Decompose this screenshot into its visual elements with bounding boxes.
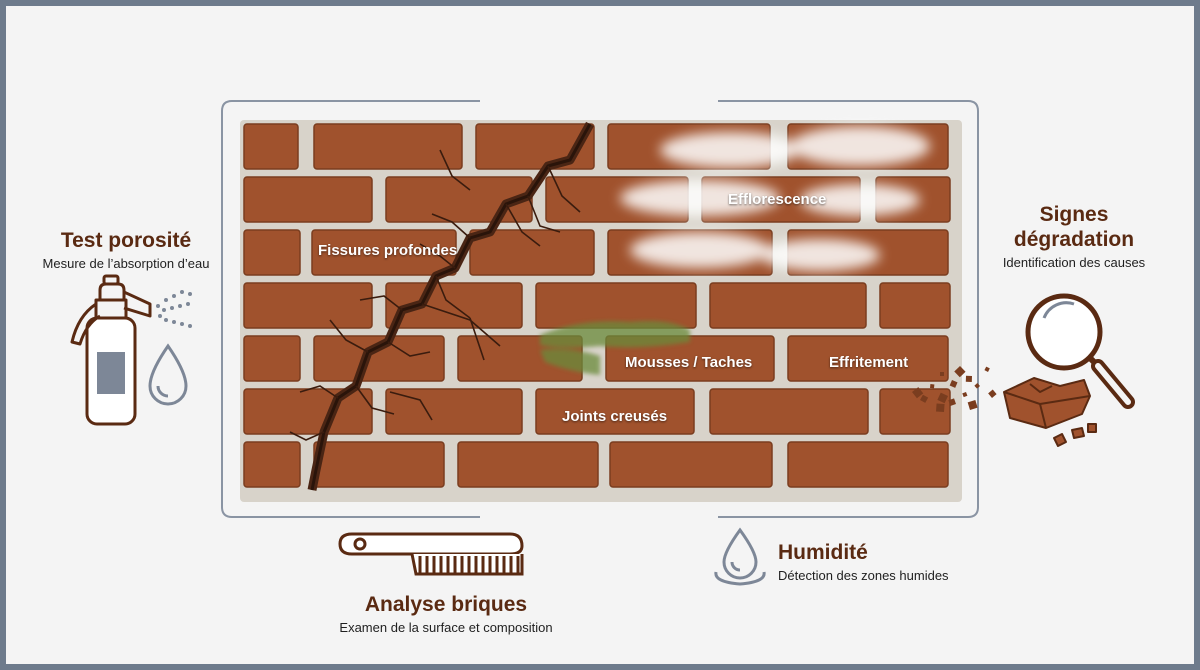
brick [313,335,445,382]
brick [787,335,949,382]
tag-moss: Mousses / Taches [625,354,753,371]
porosity-subtitle: Mesure de l’absorption d’eau [42,256,210,271]
brush-icon [338,532,524,576]
brick [709,282,867,329]
brick [243,229,301,276]
brick [243,176,373,223]
porosity-title: Test porosité [60,229,192,252]
brick [469,229,595,276]
brick [313,123,463,170]
brick [535,388,695,435]
bricks-title: Analyse briques [364,593,528,616]
signs-title-line2: dégradation [1013,228,1135,251]
brick [243,388,373,435]
wall-illustration [70,100,1135,586]
brick [879,388,951,435]
brick [243,335,301,382]
brick [243,441,301,488]
debris-chunk [920,394,929,403]
brick [311,229,457,276]
brick [879,282,951,329]
brick [385,176,533,223]
label-bricks: Analyse briques Examen de la surface et … [296,592,596,635]
label-signs: Signes dégradation Identification des ca… [974,202,1174,270]
debris-chunk [937,392,949,404]
water-drop-icon [148,343,188,406]
humidity-title: Humidité [778,541,868,564]
debris-chunk [948,398,957,406]
brick [243,123,299,170]
debris-chunk [954,366,966,378]
brick [457,441,599,488]
humidity-drop-icon [714,527,766,586]
moss-area [540,321,690,375]
humidity-subtitle: Détection des zones humides [778,568,949,583]
debris-chunk [984,366,990,372]
tag-cracks: Fissures profondes [318,242,458,259]
brick [243,282,373,329]
label-humidity: Humidité Détection des zones humides [778,540,949,583]
tag-joints: Joints creusés [562,408,668,425]
spray-mist [156,290,192,328]
brick [535,282,697,329]
debris-chunk [974,383,981,389]
efflorescence-area [620,126,930,271]
spray-bottle-icon [70,274,152,426]
deep-crack [289,121,594,491]
brick [609,441,773,488]
tag-efflorescence: Efflorescence [728,191,827,208]
crumbling-debris [912,366,997,412]
signs-subtitle: Identification des causes [1002,255,1146,270]
diagram-canvas: Fissures profondes Efflorescence Mousses… [6,6,1194,664]
debris-chunk [962,391,968,398]
label-porosity: Test porosité Mesure de l’absorption d’e… [26,228,226,271]
brick [709,388,869,435]
magnifier-icon [1025,293,1135,409]
brick [313,441,445,488]
debris-chunk [940,372,944,376]
brick [787,441,949,488]
debris-chunk [936,403,945,412]
debris-chunk [965,375,972,382]
brick-wall [243,123,951,488]
bricks-subtitle: Examen de la surface et composition [339,620,553,635]
debris-chunk [930,384,935,389]
tag-crumbling: Effritement [829,354,909,371]
signs-title-line1: Signes [1039,203,1109,226]
wall-frame [221,100,979,518]
debris-chunk [967,400,978,410]
debris-chunk [949,380,958,388]
broken-brick-icon [1003,377,1097,447]
debris-chunk [988,389,997,399]
debris-chunk [912,387,924,399]
